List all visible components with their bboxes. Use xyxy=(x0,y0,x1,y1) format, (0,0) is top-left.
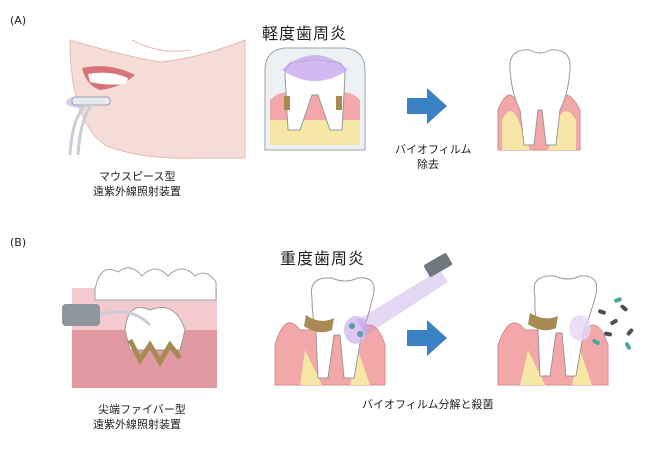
panel-b-device-label-1: 尖端ファイバー型 xyxy=(98,403,186,416)
panel-b-action-label: バイオフィルム分解と殺菌 xyxy=(362,398,494,411)
panel-b-device-label-2: 遠紫外線照射装置 xyxy=(93,418,181,431)
panel-a-action-label-1: バイオフィルム xyxy=(395,143,472,156)
panel-b-title: 重度歯周炎 xyxy=(280,249,366,268)
arrow-b-icon xyxy=(407,320,447,356)
panel-a-action-label-2: 除去 xyxy=(417,158,439,171)
mouthpiece-device xyxy=(66,96,111,156)
diseased-tooth-after xyxy=(497,275,634,386)
panel-a-device-label-2: 遠紫外線照射装置 xyxy=(93,185,181,198)
tooth-with-mouthpiece xyxy=(264,47,366,151)
panel-a-title: 軽度歯周炎 xyxy=(262,24,348,43)
panel-b-tag: (B) xyxy=(10,236,27,249)
panel-a-tag: (A) xyxy=(10,14,27,27)
panel-a-device-label-1: マウスピース型 xyxy=(99,170,176,183)
diseased-tooth-treated xyxy=(274,253,453,386)
face-illustration xyxy=(69,39,246,159)
fiber-probe-illustration xyxy=(62,267,217,388)
arrow-a-icon xyxy=(407,88,447,124)
clean-tooth xyxy=(497,49,581,151)
